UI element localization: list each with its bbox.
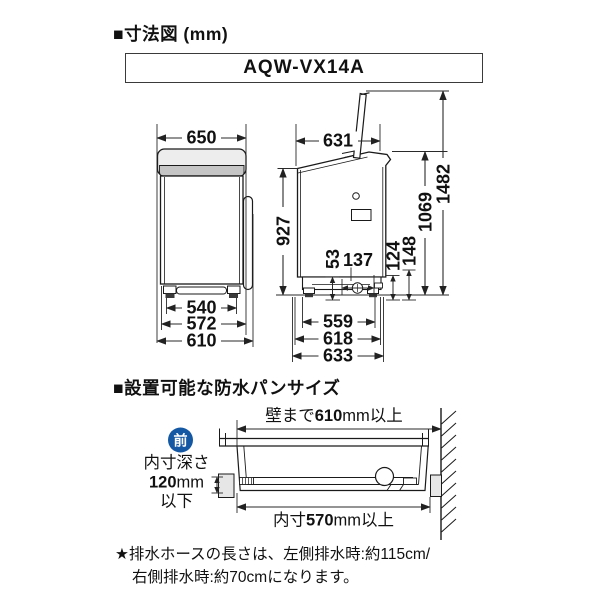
dim-side-lid-open-height: 1482: [434, 164, 454, 204]
dim-front-body-width: 572: [186, 314, 216, 334]
pan-drain-hole: [376, 468, 394, 486]
drain-hose-note: ★排水ホースの長さは、左側排水時:約115cm/ 右側排水時:約70cmになりま…: [115, 543, 430, 590]
dim-side-body-height: 927: [274, 216, 294, 246]
body-front: [159, 175, 244, 285]
front-badge-label: 前: [174, 433, 188, 449]
kick-plate: [176, 286, 227, 295]
dim-side-panel-height: 1069: [416, 192, 436, 232]
floor-edge-left: [218, 473, 235, 498]
front-view-dimension-labels: 650 540 572 610: [182, 128, 221, 351]
dim-side-drain-offset: 137: [343, 250, 373, 270]
dim-front-feet-width: 540: [186, 298, 216, 318]
dim-side-feet-depth: 559: [323, 312, 353, 332]
dim-front-total-width: 610: [186, 331, 216, 351]
dim-side-body-depth: 618: [323, 329, 353, 349]
section-title-dimensions: ■寸法図 (mm): [113, 24, 229, 44]
floor-edge-right: [430, 474, 442, 497]
note-line-1: ★排水ホースの長さは、左側排水時:約115cm/: [115, 546, 431, 563]
side-view-machine: [298, 93, 391, 298]
model-number: AQW-VX14A: [243, 57, 365, 78]
dim-front-top-width: 650: [186, 128, 216, 148]
dim-side-top-depth: 631: [323, 131, 353, 151]
note-line-2: 右側排水時:約70cmになります。: [132, 569, 359, 587]
pan-dimensions: [212, 420, 442, 513]
dim-side-base-height: 53: [323, 249, 343, 269]
front-badge: [168, 427, 193, 453]
side-panel-hole: [353, 193, 360, 200]
inner-depth-label-line2: 120mm: [149, 474, 204, 492]
pan-profile: [237, 446, 428, 491]
dim-side-total-depth: 633: [323, 346, 353, 366]
dim-side-hose-height-left: 124: [384, 241, 404, 271]
model-number-box: AQW-VX14A: [125, 53, 483, 83]
inner-depth-label-line1: 内寸深さ: [144, 453, 210, 472]
inner-width-label: 内寸570mm以上: [273, 511, 394, 530]
side-view-dimension-labels: 631 927 1069 1482 53 137 124 148 559 618…: [273, 131, 454, 366]
section-title-pan: ■設置可能な防水パンサイズ: [113, 378, 341, 398]
wall-clearance-label: 壁まで610mm以上: [265, 406, 403, 425]
pan-drawing: [218, 429, 442, 498]
dim-side-hose-height-right: 148: [400, 236, 420, 266]
pan-wall: [441, 408, 456, 540]
side-panel-plate: [351, 209, 372, 221]
inner-depth-label-line3: 以下: [160, 493, 193, 511]
front-view-machine: [156, 148, 254, 298]
pan-labels: 壁まで610mm以上 内寸570mm以上 前 内寸深さ 120mm 以下: [144, 406, 403, 530]
lid-front-band: [160, 166, 245, 176]
drain-hose-front: [242, 195, 254, 291]
